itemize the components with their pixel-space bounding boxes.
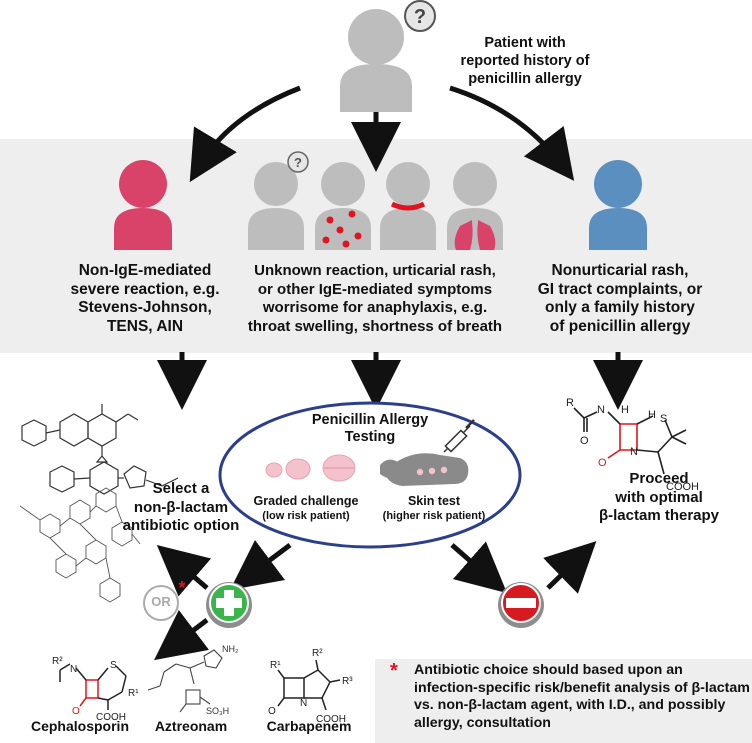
- footnote-box: [375, 659, 752, 743]
- arrow-to-beta-lactam-options: [154, 609, 210, 661]
- proceed-beta-lactam-label: Proceed with optimal β-lactam therapy: [598, 470, 720, 524]
- graded-challenge-label: Graded challenge: [253, 494, 359, 508]
- throat-swelling-figure: [380, 162, 436, 250]
- ceph-atom-labels: R² N S R¹ O COOH: [52, 656, 139, 723]
- ceph-s-label: S: [110, 660, 117, 671]
- unknown-reaction-figure: ?: [248, 151, 309, 250]
- penicillin-h2-label: H: [648, 409, 656, 421]
- aztreonam-structure: [147, 649, 223, 713]
- skin-test-label: Skin test: [407, 494, 461, 508]
- arrow-to-left-branch: [189, 85, 301, 183]
- carb-o-label: O: [268, 706, 276, 717]
- vancomycin-structure: [19, 487, 141, 603]
- carb-r3-label: R³: [342, 676, 353, 687]
- question-mark-icon: ?: [404, 0, 436, 32]
- skin-test-sub: (higher risk patient): [382, 510, 486, 522]
- svg-text:?: ?: [414, 6, 426, 28]
- graded-challenge-sub: (low risk patient): [262, 510, 350, 522]
- linezolid-structure: [49, 461, 179, 495]
- carb-n-label: N: [300, 698, 307, 709]
- penicillin-o2-label: O: [598, 457, 607, 469]
- patient-figure: [340, 9, 412, 112]
- penicillin-atom-labels: R N H H S N O O COOH: [566, 397, 699, 493]
- arrow-to-right-branch: [449, 85, 575, 181]
- testing-title: Penicillin Allergy Testing: [311, 412, 429, 445]
- or-label: OR: [151, 594, 171, 609]
- footnote-asterisk: *: [390, 660, 398, 682]
- carb-atom-labels: R¹ R² R³ N O COOH: [268, 648, 353, 725]
- aztreonam-nh2-label: NH₂: [222, 644, 239, 654]
- or-asterisk: *: [178, 578, 186, 598]
- penicillin-structure: [573, 407, 687, 475]
- testing-ellipse: [218, 401, 522, 549]
- carb-cooh-label: COOH: [316, 714, 346, 725]
- right-person-figure: [589, 160, 647, 250]
- cephalosporin-label: Cephalosporin: [30, 718, 129, 734]
- penicillin-s-label: S: [660, 413, 667, 425]
- left-branch-text: Non-IgE-mediated severe reaction, e.g. S…: [70, 262, 220, 335]
- arrow-to-non-beta-lactam: [156, 544, 212, 597]
- ceph-r1-label: R¹: [128, 688, 139, 699]
- left-person-figure: [114, 160, 172, 250]
- carbapenem-structure: [277, 659, 341, 711]
- ceph-o-label: O: [72, 706, 80, 717]
- carb-r1-label: R¹: [270, 660, 281, 671]
- aztreonam-label: Aztreonam: [154, 718, 228, 734]
- aztreonam-so3h-label: SO₃H: [206, 706, 229, 716]
- arrow-to-positive: [230, 540, 292, 590]
- penicillin-o1-label: O: [580, 435, 589, 447]
- pills-icon: [265, 454, 356, 482]
- svg-text:?: ?: [294, 155, 302, 170]
- ceph-r2-label: R²: [52, 656, 63, 667]
- carb-r2-label: R²: [312, 648, 323, 659]
- quinolone-structure: [21, 404, 139, 463]
- plus-icon: [206, 582, 252, 628]
- cephalosporin-structure: [59, 663, 127, 710]
- penicillin-h1-label: H: [621, 404, 629, 416]
- lungs-figure: [447, 162, 503, 250]
- arrow-to-negative: [450, 541, 508, 594]
- penicillin-n-label: N: [597, 404, 605, 416]
- penicillin-cooh-label: COOH: [666, 481, 699, 493]
- patient-label: Patient with reported history of penicil…: [460, 35, 590, 87]
- penicillin-n2-label: N: [630, 446, 638, 458]
- or-circle: [143, 585, 179, 621]
- urticarial-rash-figure: [315, 162, 371, 250]
- select-non-beta-lactam-label: Select a non-β-lactam antibiotic option: [122, 480, 240, 534]
- ceph-cooh-label: COOH: [96, 712, 126, 723]
- arrow-to-proceed: [543, 541, 597, 594]
- right-branch-text: Nonurticarial rash, GI tract complaints,…: [537, 262, 703, 335]
- penicillin-r-label: R: [566, 397, 574, 409]
- aztreonam-atom-labels: NH₂ SO₃H: [206, 644, 239, 716]
- center-branch-text: Unknown reaction, urticarial rash, or ot…: [247, 262, 503, 335]
- carbapenem-label: Carbapenem: [266, 718, 352, 734]
- ceph-n-label: N: [70, 664, 77, 675]
- footnote-text: Antibiotic choice should based upon an i…: [414, 662, 750, 731]
- syringe-icon: [443, 419, 475, 453]
- skin-test-arm-icon: [380, 453, 469, 486]
- minus-icon: [498, 582, 544, 628]
